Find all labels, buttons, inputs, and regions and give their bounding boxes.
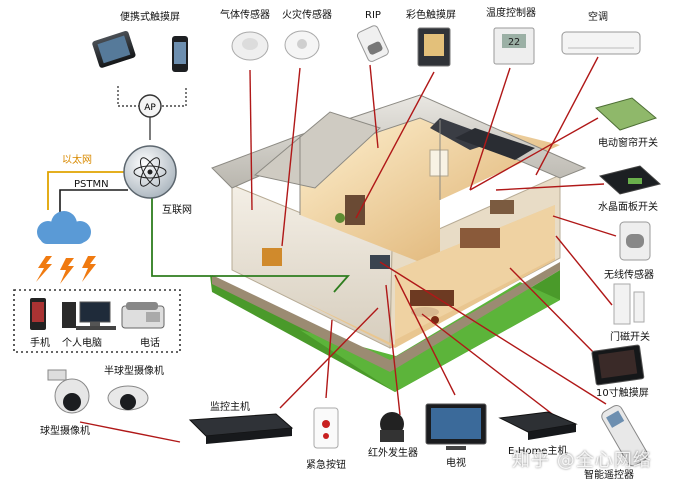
sensor-link-lines	[79, 56, 617, 443]
gas-sensor-icon	[231, 31, 269, 61]
rip-sensor-icon	[356, 25, 389, 62]
label-emergency-button: 紧急按钮	[306, 460, 346, 471]
lightning-icon	[36, 256, 96, 284]
air-conditioner-icon	[561, 31, 641, 55]
label-ethernet: 以太网	[62, 155, 92, 166]
monitor-host-icon	[188, 413, 294, 444]
house-illustration	[210, 94, 587, 392]
label-ehome-gateway: E-Home主机	[508, 446, 568, 457]
pstmn-line	[59, 189, 128, 212]
ir-transmitter-icon	[380, 412, 404, 442]
mobile-phone-icon	[30, 298, 46, 330]
label-mobile-phone: 手机	[30, 338, 50, 349]
label-fire-sensor: 火灾传感器	[282, 10, 332, 21]
touchscreen-10in-icon	[591, 344, 645, 386]
door-magnet-switch-icon	[613, 283, 645, 325]
temperature-controller-icon: 22	[493, 27, 535, 65]
ap-label: AP	[144, 103, 156, 113]
house-roof-front	[253, 111, 381, 189]
label-door-magnet-switch: 门磁开关	[610, 332, 650, 343]
label-portable-touchscreen: 便携式触摸屏	[120, 12, 180, 23]
label-half-dome-camera: 半球型摄像机	[104, 366, 164, 377]
label-temp-controller: 温度控制器	[486, 8, 536, 19]
label-air-conditioner: 空调	[588, 12, 608, 23]
label-curtain-switch: 电动窗帘开关	[598, 138, 658, 149]
label-gas-sensor: 气体传感器	[220, 10, 270, 21]
ap-node: AP	[138, 94, 162, 118]
internet-globe-icon	[123, 145, 177, 199]
fire-sensor-icon	[284, 30, 320, 60]
label-pstmn: PSTMN	[74, 179, 109, 190]
emergency-button-icon	[313, 407, 339, 449]
label-tv: 电视	[446, 458, 466, 469]
internet-link-line	[151, 196, 350, 293]
label-rip: RIP	[365, 10, 381, 21]
label-smart-remote: 智能遥控器	[584, 470, 634, 481]
label-ir-transmitter: 红外发生器	[368, 448, 418, 459]
ehome-gateway-icon	[498, 411, 578, 440]
crystal-panel-switch-icon	[598, 165, 662, 195]
smart-remote-icon	[601, 404, 648, 467]
zhihu-watermark: 知乎 @全心网络	[512, 450, 652, 471]
half-dome-camera-icon	[107, 385, 149, 411]
wireless-sensor-icon	[619, 221, 651, 261]
computer-icon	[62, 301, 116, 330]
label-dome-camera: 球型摄像机	[40, 426, 90, 437]
dome-camera-icon	[47, 369, 90, 414]
svg-text:22: 22	[508, 37, 520, 48]
label-telephone: 电话	[140, 338, 160, 349]
label-wireless-sensor: 无线传感器	[604, 270, 654, 281]
smartphone-device-icon	[172, 36, 188, 72]
client-devices-box	[13, 289, 181, 353]
tablet-device-icon	[92, 30, 136, 68]
telephone-icon	[121, 302, 165, 329]
label-color-touchscreen: 彩色触摸屏	[406, 10, 456, 21]
color-touchscreen-icon	[417, 27, 451, 67]
label-internet: 互联网	[162, 205, 192, 216]
tv-icon	[425, 403, 487, 450]
label-personal-computer: 个人电脑	[62, 338, 102, 349]
ethernet-line	[47, 171, 128, 210]
curtain-switch-icon	[594, 97, 658, 131]
label-monitor-host: 监控主机	[210, 402, 250, 413]
cloud-icon	[37, 211, 91, 244]
label-touchscreen-10in: 10寸触摸屏	[596, 388, 649, 399]
label-crystal-panel-switch: 水晶面板开关	[598, 202, 658, 213]
